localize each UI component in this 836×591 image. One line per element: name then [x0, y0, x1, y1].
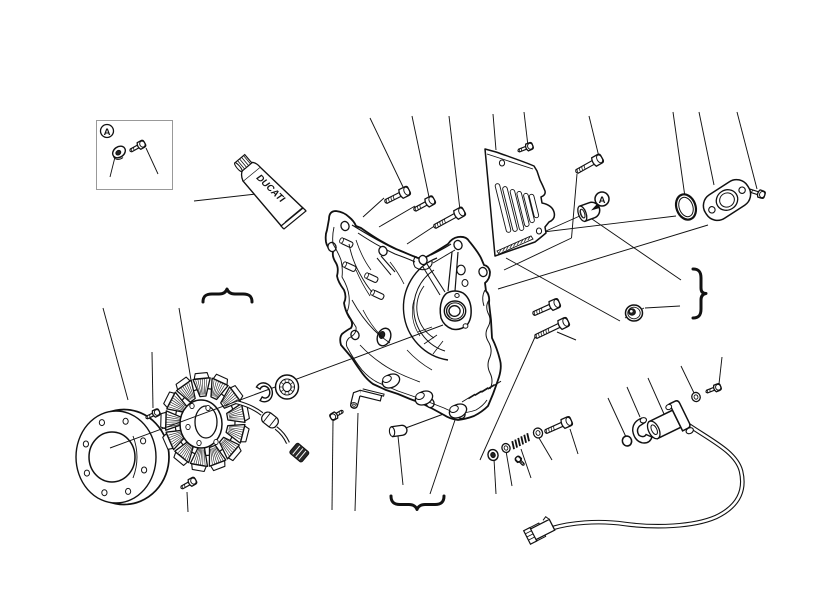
svg-text:A: A	[599, 195, 606, 206]
svg-text:A: A	[104, 127, 111, 138]
